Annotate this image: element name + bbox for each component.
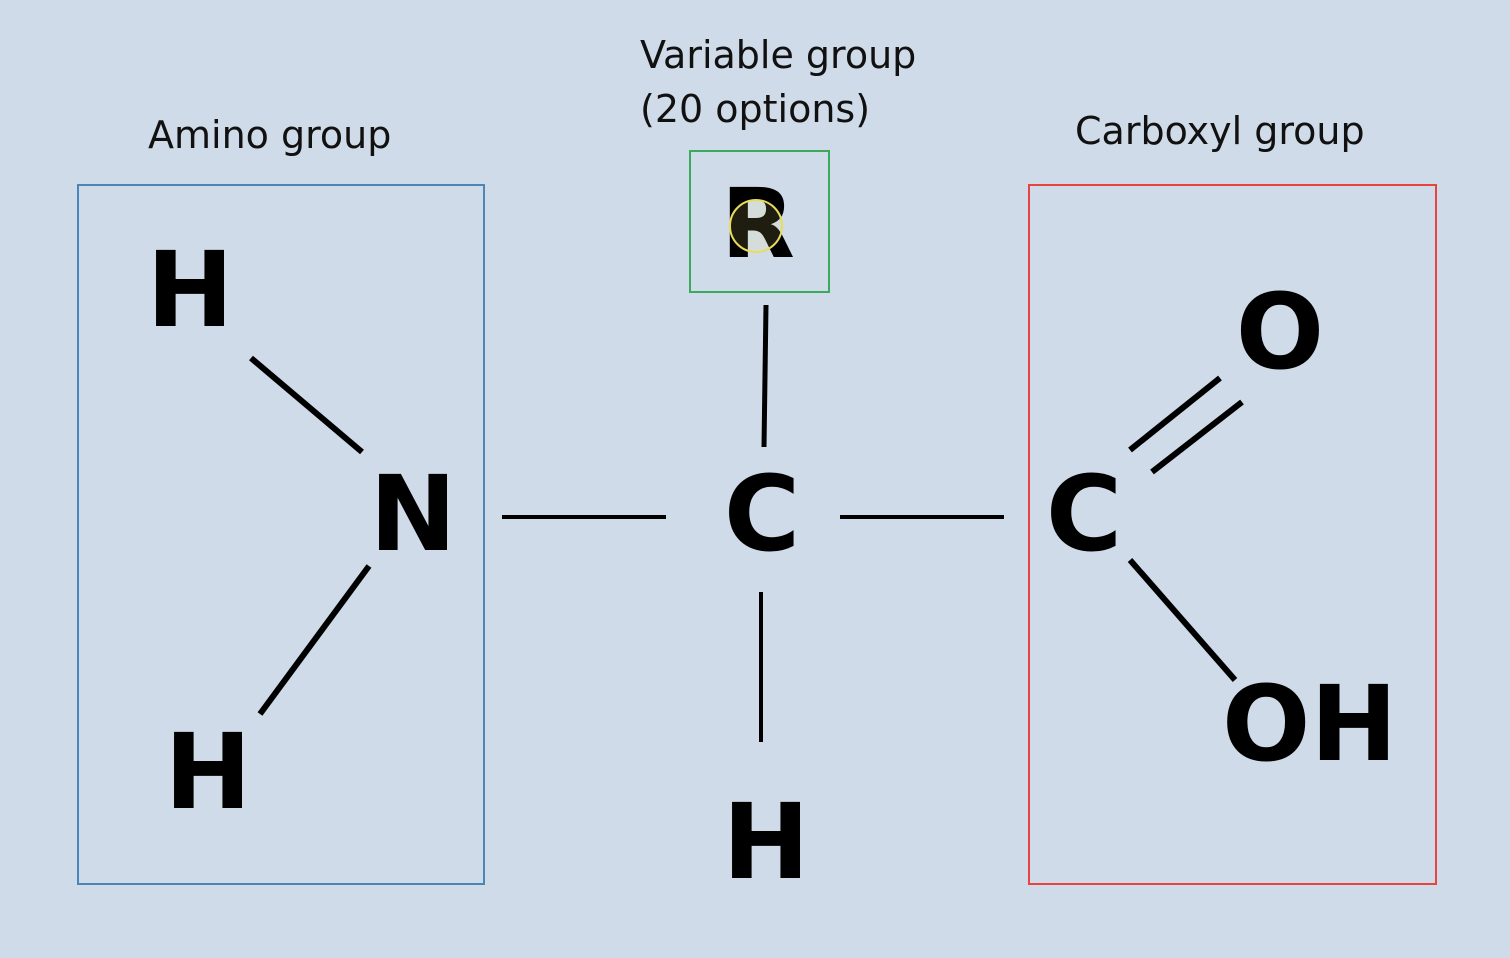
carboxyl-group-box	[1028, 184, 1437, 885]
atom-h-alpha: H	[722, 781, 810, 903]
bond-c-oh	[1127, 558, 1238, 682]
amino-group-label: Amino group	[148, 113, 392, 157]
amino-group-box	[77, 184, 485, 885]
variable-group-options-label: (20 options)	[640, 87, 871, 131]
bond-n-h-bottom	[257, 564, 372, 716]
atom-o-carboxyl: O	[1235, 271, 1325, 393]
carboxyl-group-label: Carboxyl group	[1075, 109, 1365, 153]
variable-group-label: Variable group	[640, 33, 917, 77]
bond-c-r	[761, 304, 769, 448]
atom-oh-carboxyl: OH	[1222, 663, 1398, 785]
variable-group-box	[689, 150, 830, 293]
atom-h-amino-top: H	[146, 229, 234, 351]
atom-n-amino: N	[369, 453, 457, 575]
bond-c-o-double-2	[1150, 399, 1244, 475]
atom-c-alpha: C	[723, 453, 801, 575]
bond-h-n-top	[249, 355, 364, 455]
cursor-highlight	[729, 199, 783, 253]
atom-h-amino-bottom: H	[164, 711, 252, 833]
atom-c-carboxyl: C	[1045, 453, 1123, 575]
bond-c-o-double-1	[1128, 375, 1222, 453]
